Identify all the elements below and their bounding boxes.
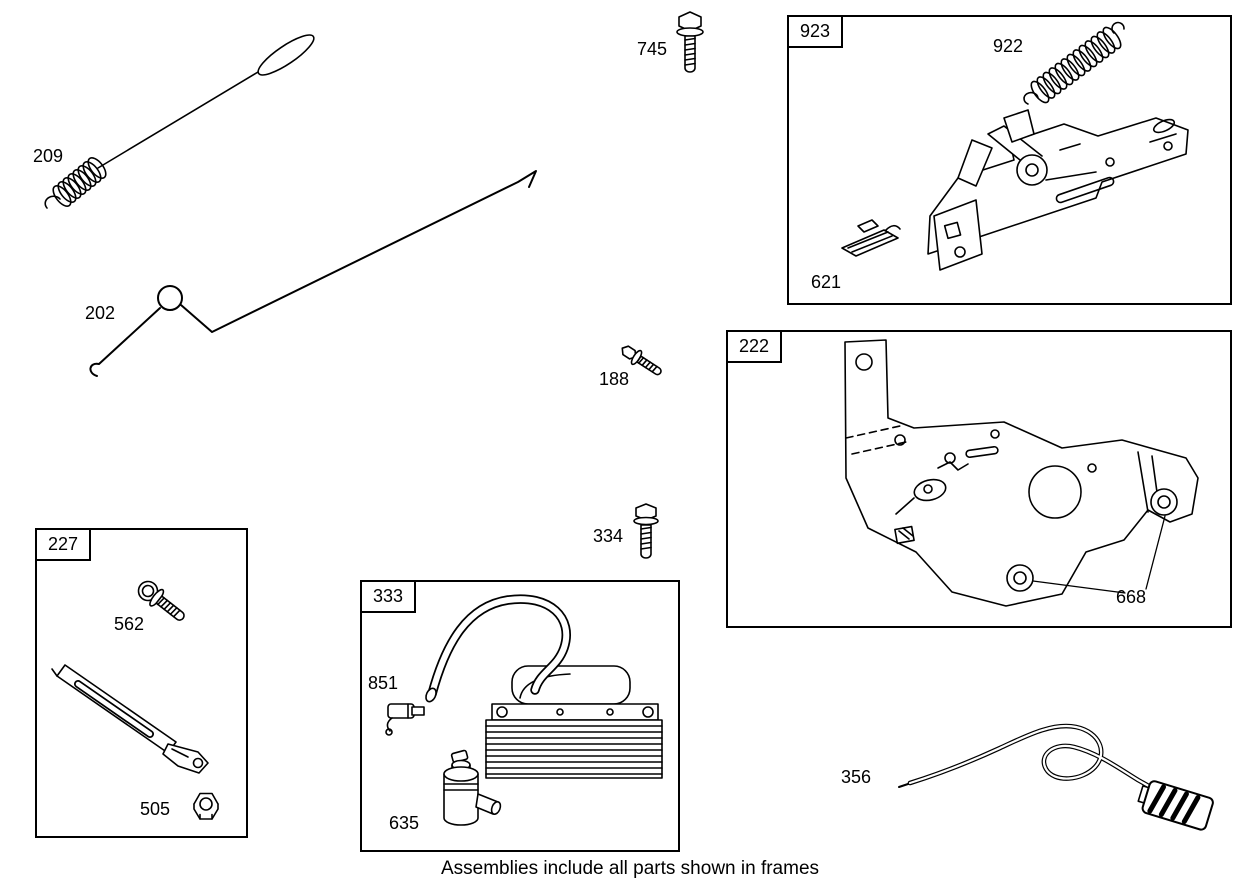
assemblies-caption: Assemblies include all parts shown in fr… [440,858,820,879]
frame-227: 227 [35,528,248,838]
part-label-505: 505 [140,799,171,819]
part-label-202: 202 [85,303,116,323]
hex-flange-bolt-icon [633,503,659,559]
part-label-562: 562 [114,614,145,634]
frame-333: 333 [360,580,680,852]
frame-923-label: 923 [787,15,844,48]
part-label-745: 745 [637,39,668,59]
frame-333-label: 333 [360,580,417,613]
part-label-635: 635 [389,813,420,833]
part-label-922: 922 [993,36,1024,56]
part-label-668: 668 [1116,587,1147,607]
link-rod-icon [89,170,537,377]
hex-flange-bolt-icon [676,11,704,73]
frame-923: 923 [787,15,1232,305]
extension-spring-icon [44,34,315,209]
frame-222: 222 [726,330,1232,628]
part-label-356: 356 [841,767,872,787]
part-label-334: 334 [593,526,624,546]
part-label-851: 851 [368,673,399,693]
part-label-621: 621 [811,272,842,292]
part-label-188: 188 [599,369,630,389]
part-label-209: 209 [33,146,64,166]
cable-with-connector-icon [898,723,1214,831]
frame-222-label: 222 [726,330,783,363]
frame-227-label: 227 [35,528,92,561]
